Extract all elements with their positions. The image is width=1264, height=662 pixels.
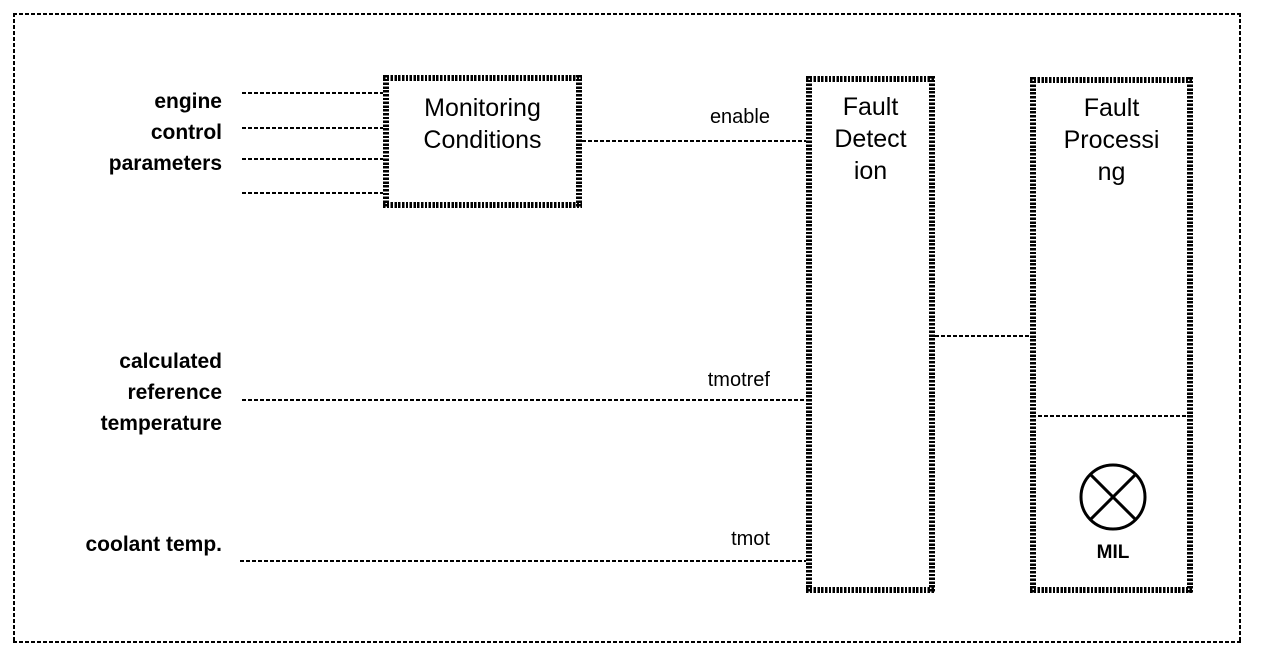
label-coolant-temp: coolant temp. — [85, 533, 222, 556]
fault-detection-title: Fault Detect ion — [806, 91, 935, 187]
label-tmot: tmot — [731, 528, 770, 550]
connector-tmot — [240, 560, 806, 562]
label-line: temperature — [100, 412, 222, 435]
box-title-line: ng — [1097, 158, 1126, 186]
mil-label: MIL — [1096, 542, 1130, 563]
mil-lamp-icon — [1079, 463, 1147, 531]
fault-detection-box: Fault Detect ion — [806, 76, 935, 593]
fault-processing-box: Fault Processi ng — [1030, 77, 1193, 593]
box-title-line: ion — [853, 157, 888, 185]
box-title-line: Fault — [842, 93, 899, 121]
label-line: parameters — [108, 152, 222, 175]
monitoring-conditions-title: Monitoring Conditions — [383, 92, 582, 156]
label-tmotref: tmotref — [707, 369, 770, 391]
box-title-line: Monitoring — [424, 94, 541, 122]
label-line: reference — [127, 381, 222, 404]
label-line: calculated — [119, 350, 222, 373]
fault-processing-title: Fault Processi ng — [1030, 92, 1193, 188]
connector-engine-input-1 — [242, 92, 383, 94]
connector-tmotref — [242, 399, 806, 401]
box-title-line: Fault — [1083, 94, 1140, 122]
label-line: engine — [154, 90, 222, 113]
connector-engine-input-3 — [242, 158, 383, 160]
connector-enable — [582, 140, 806, 142]
box-title-line: Processi — [1063, 126, 1160, 154]
box-title-line: Detect — [834, 125, 907, 153]
connector-detection-to-processing — [935, 335, 1030, 337]
monitoring-conditions-box: Monitoring Conditions — [383, 75, 582, 208]
connector-engine-input-4 — [242, 192, 383, 194]
label-calculated-reference-temperature: calculated reference temperature — [101, 346, 222, 439]
label-line: control — [150, 121, 222, 144]
box-title-line: Conditions — [423, 126, 542, 154]
connector-engine-input-2 — [242, 127, 383, 129]
label-enable: enable — [709, 106, 770, 128]
label-engine-control-parameters: engine control parameters — [109, 86, 222, 179]
